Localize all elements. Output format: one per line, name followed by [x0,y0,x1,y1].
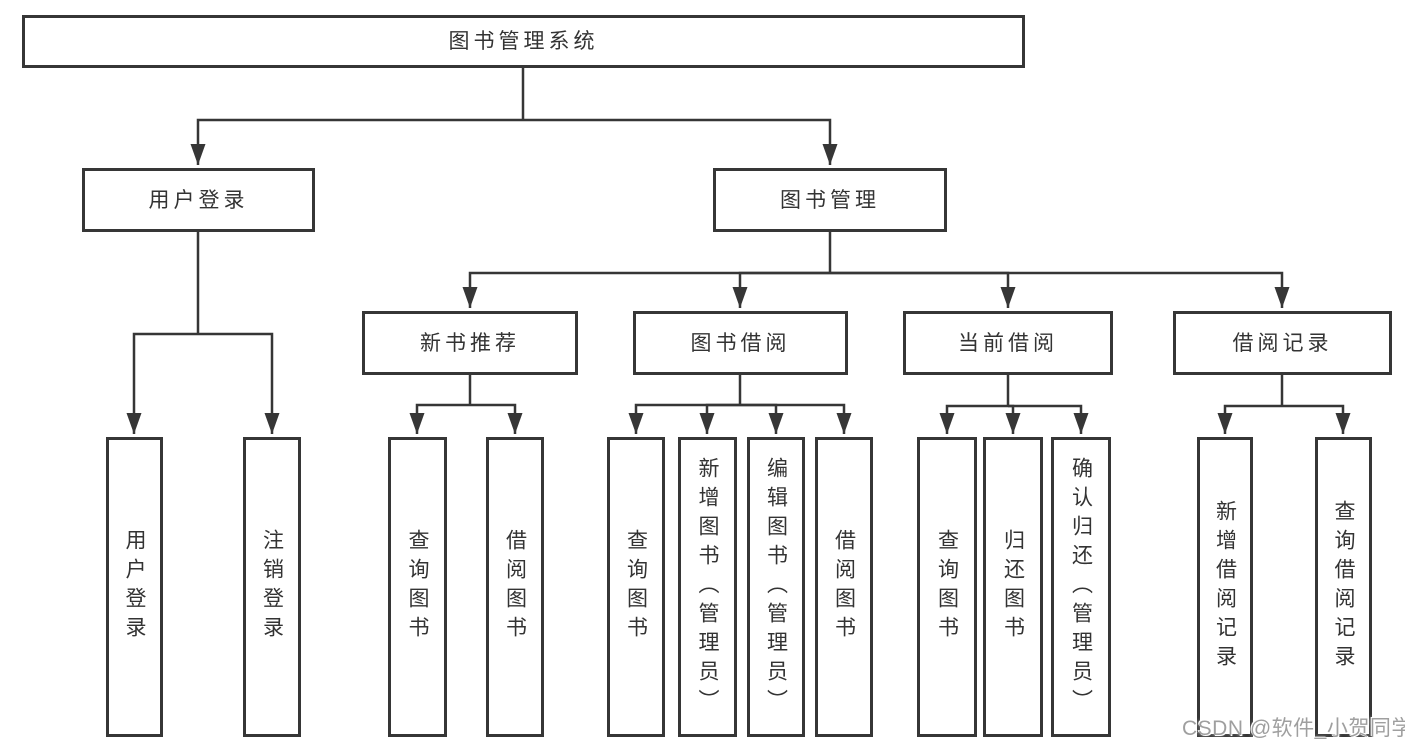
leaf-add-book-admin-label: 新增图书（管理员） [696,456,719,718]
edge-to-leaf-confirm-return [1008,404,1089,434]
edge-to-leaf-logout [198,332,280,434]
leaf-query-borrow-record: 查询借阅记录 [1315,437,1372,737]
edge-to-leaf-edit-book [740,403,784,434]
edge-root-to-user-login [190,118,523,165]
leaf-add-book-admin: 新增图书（管理员） [678,437,737,737]
leaf-query-books: 查询图书 [388,437,447,737]
leaf-user-login-label: 用户登录 [123,529,146,645]
leaf-query-books: 查询图书 [917,437,977,737]
leaf-return-book: 归还图书 [983,437,1043,737]
leaf-logout: 注销登录 [243,437,301,737]
node-new-book-recommend: 新书推荐 [362,311,578,375]
edge-to-leaf-borrow-books-2 [740,403,852,434]
leaf-add-borrow-record-label: 新增借阅记录 [1213,500,1237,674]
edge-to-leaf-borrow-books-1 [470,403,523,434]
node-current-borrowing: 当前借阅 [903,311,1113,375]
edge-to-borrowing-records [830,271,1290,308]
node-user-login-label: 用户登录 [148,188,249,212]
node-new-book-recommend-label: 新书推荐 [420,331,520,355]
edge-to-leaf-query-books-2 [628,403,740,434]
leaf-confirm-return-admin-label: 确认归还（管理员） [1069,456,1093,718]
node-book-borrowing-label: 图书借阅 [690,331,791,355]
edge-to-book-borrowing [732,271,830,308]
node-book-management-label: 图书管理 [780,188,880,212]
node-root: 图书管理系统 [22,15,1025,68]
leaf-query-borrow-record-label: 查询借阅记录 [1332,500,1355,674]
leaf-confirm-return-admin: 确认归还（管理员） [1051,437,1111,737]
edge-to-current-borrowing [830,271,1016,308]
node-book-management: 图书管理 [713,168,947,232]
leaf-query-books-label: 查询图书 [406,529,429,645]
watermark: CSDN @软件_小贺同学 [1182,717,1405,740]
leaf-borrow-books-label: 借阅图书 [503,529,527,645]
leaf-add-borrow-record: 新增借阅记录 [1197,437,1253,737]
edge-to-leaf-return-book [1005,404,1021,434]
edge-to-leaf-query-books-1 [409,403,470,434]
leaf-logout-label: 注销登录 [260,529,284,645]
node-book-borrowing: 图书借阅 [633,311,848,375]
leaf-edit-book-admin: 编辑图书（管理员） [747,437,805,737]
leaf-borrow-books: 借阅图书 [486,437,544,737]
node-borrowing-records-label: 借阅记录 [1232,331,1333,355]
edge-to-leaf-user-login [126,332,198,434]
edge-to-leaf-add-book [699,403,740,434]
leaf-borrow-books-label: 借阅图书 [832,529,856,645]
edge-to-leaf-add-borrow-record [1217,404,1282,434]
edge-to-new-book-recommend [462,271,830,308]
node-root-label: 图书管理系统 [448,30,599,53]
leaf-query-books-label: 查询图书 [624,529,648,645]
leaf-user-login: 用户登录 [106,437,163,737]
leaf-edit-book-admin-label: 编辑图书（管理员） [764,456,788,718]
leaf-return-book-label: 归还图书 [1001,529,1025,645]
leaf-query-books-label: 查询图书 [935,529,959,645]
leaf-borrow-books: 借阅图书 [815,437,873,737]
edge-to-leaf-query-books-3 [939,404,1008,434]
node-user-login: 用户登录 [82,168,315,232]
edge-root-to-book-management [523,118,838,165]
node-current-borrowing-label: 当前借阅 [958,331,1058,355]
leaf-query-books: 查询图书 [607,437,665,737]
edge-to-leaf-query-borrow-record [1282,404,1351,434]
node-borrowing-records: 借阅记录 [1173,311,1392,375]
